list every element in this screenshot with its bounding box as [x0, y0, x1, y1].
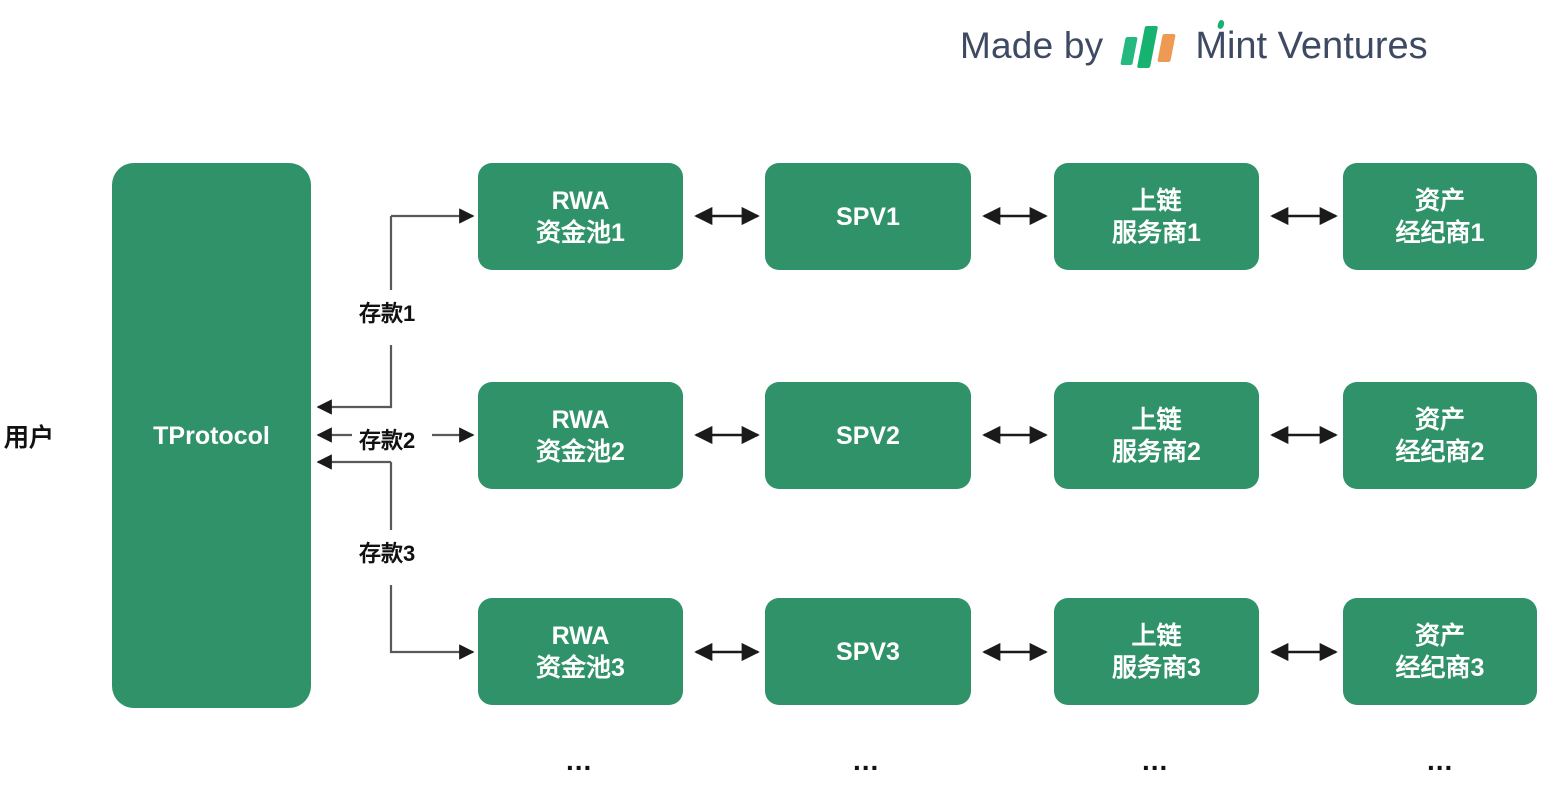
node-onchain-service-3-line2: 服务商3	[1112, 653, 1201, 682]
node-asset-broker-2[interactable]: 资产 经纪商2	[1343, 382, 1537, 489]
node-rwa-pool-2-line1: RWA	[551, 405, 610, 434]
continuation-ellipsis-spv: ...	[853, 745, 880, 776]
node-asset-broker-3-line1: 资产	[1414, 621, 1465, 650]
brand-made-by-mint-ventures: Made by Mint Ventures	[960, 14, 1428, 78]
node-asset-broker-1[interactable]: 资产 经纪商1	[1343, 163, 1537, 270]
node-onchain-service-2-line2: 服务商2	[1112, 437, 1201, 466]
edge-label-deposit-3: 存款3	[354, 535, 421, 569]
node-onchain-service-1-line1: 上链	[1131, 186, 1182, 215]
node-tprotocol-label: TProtocol	[153, 421, 270, 450]
node-asset-broker-1-line1: 资产	[1414, 186, 1465, 215]
brand-name-part1: Mint	[1195, 24, 1268, 67]
made-by-label: Made by	[960, 25, 1104, 66]
node-spv-2[interactable]: SPV2	[765, 382, 971, 489]
brand-name: Mint Ventures	[1195, 18, 1428, 68]
node-rwa-pool-1[interactable]: RWA 资金池1	[478, 163, 683, 270]
node-onchain-service-2-line1: 上链	[1131, 405, 1182, 434]
node-rwa-pool-3-line1: RWA	[551, 621, 610, 650]
edge-label-deposit-2: 存款2	[354, 422, 421, 456]
node-onchain-service-2[interactable]: 上链 服务商2	[1054, 382, 1259, 489]
node-onchain-service-3[interactable]: 上链 服务商3	[1054, 598, 1259, 705]
brand-name-part2: Ventures	[1277, 24, 1428, 67]
node-tprotocol[interactable]: TProtocol	[112, 163, 311, 708]
continuation-ellipsis-asset-broker: ...	[1427, 745, 1454, 776]
node-asset-broker-3-line2: 经纪商3	[1395, 653, 1485, 682]
node-asset-broker-2-line1: 资产	[1414, 405, 1465, 434]
node-onchain-service-1[interactable]: 上链 服务商1	[1054, 163, 1259, 270]
node-spv-2-label: SPV2	[836, 421, 900, 450]
node-rwa-pool-2-line2: 资金池2	[536, 437, 625, 466]
node-asset-broker-3[interactable]: 资产 经纪商3	[1343, 598, 1537, 705]
node-asset-broker-1-line2: 经纪商1	[1395, 218, 1485, 247]
node-rwa-pool-1-line1: RWA	[551, 186, 610, 215]
user-label: 用户	[4, 424, 55, 452]
node-onchain-service-3-line1: 上链	[1131, 621, 1182, 650]
edge-label-deposit-1: 存款1	[354, 295, 421, 329]
node-spv-3-label: SPV3	[836, 637, 900, 666]
node-rwa-pool-1-line2: 资金池1	[536, 218, 625, 247]
node-onchain-service-1-line2: 服务商1	[1112, 218, 1201, 247]
node-rwa-pool-3-line2: 资金池3	[536, 653, 625, 682]
node-spv-1-label: SPV1	[836, 202, 900, 231]
continuation-ellipsis-rwa-pool: ...	[566, 745, 593, 776]
node-rwa-pool-3[interactable]: RWA 资金池3	[478, 598, 683, 705]
node-spv-3[interactable]: SPV3	[765, 598, 971, 705]
node-asset-broker-2-line2: 经纪商2	[1395, 437, 1485, 466]
continuation-ellipsis-onchain-service: ...	[1142, 745, 1169, 776]
node-spv-1[interactable]: SPV1	[765, 163, 971, 270]
node-rwa-pool-2[interactable]: RWA 资金池2	[478, 382, 683, 489]
